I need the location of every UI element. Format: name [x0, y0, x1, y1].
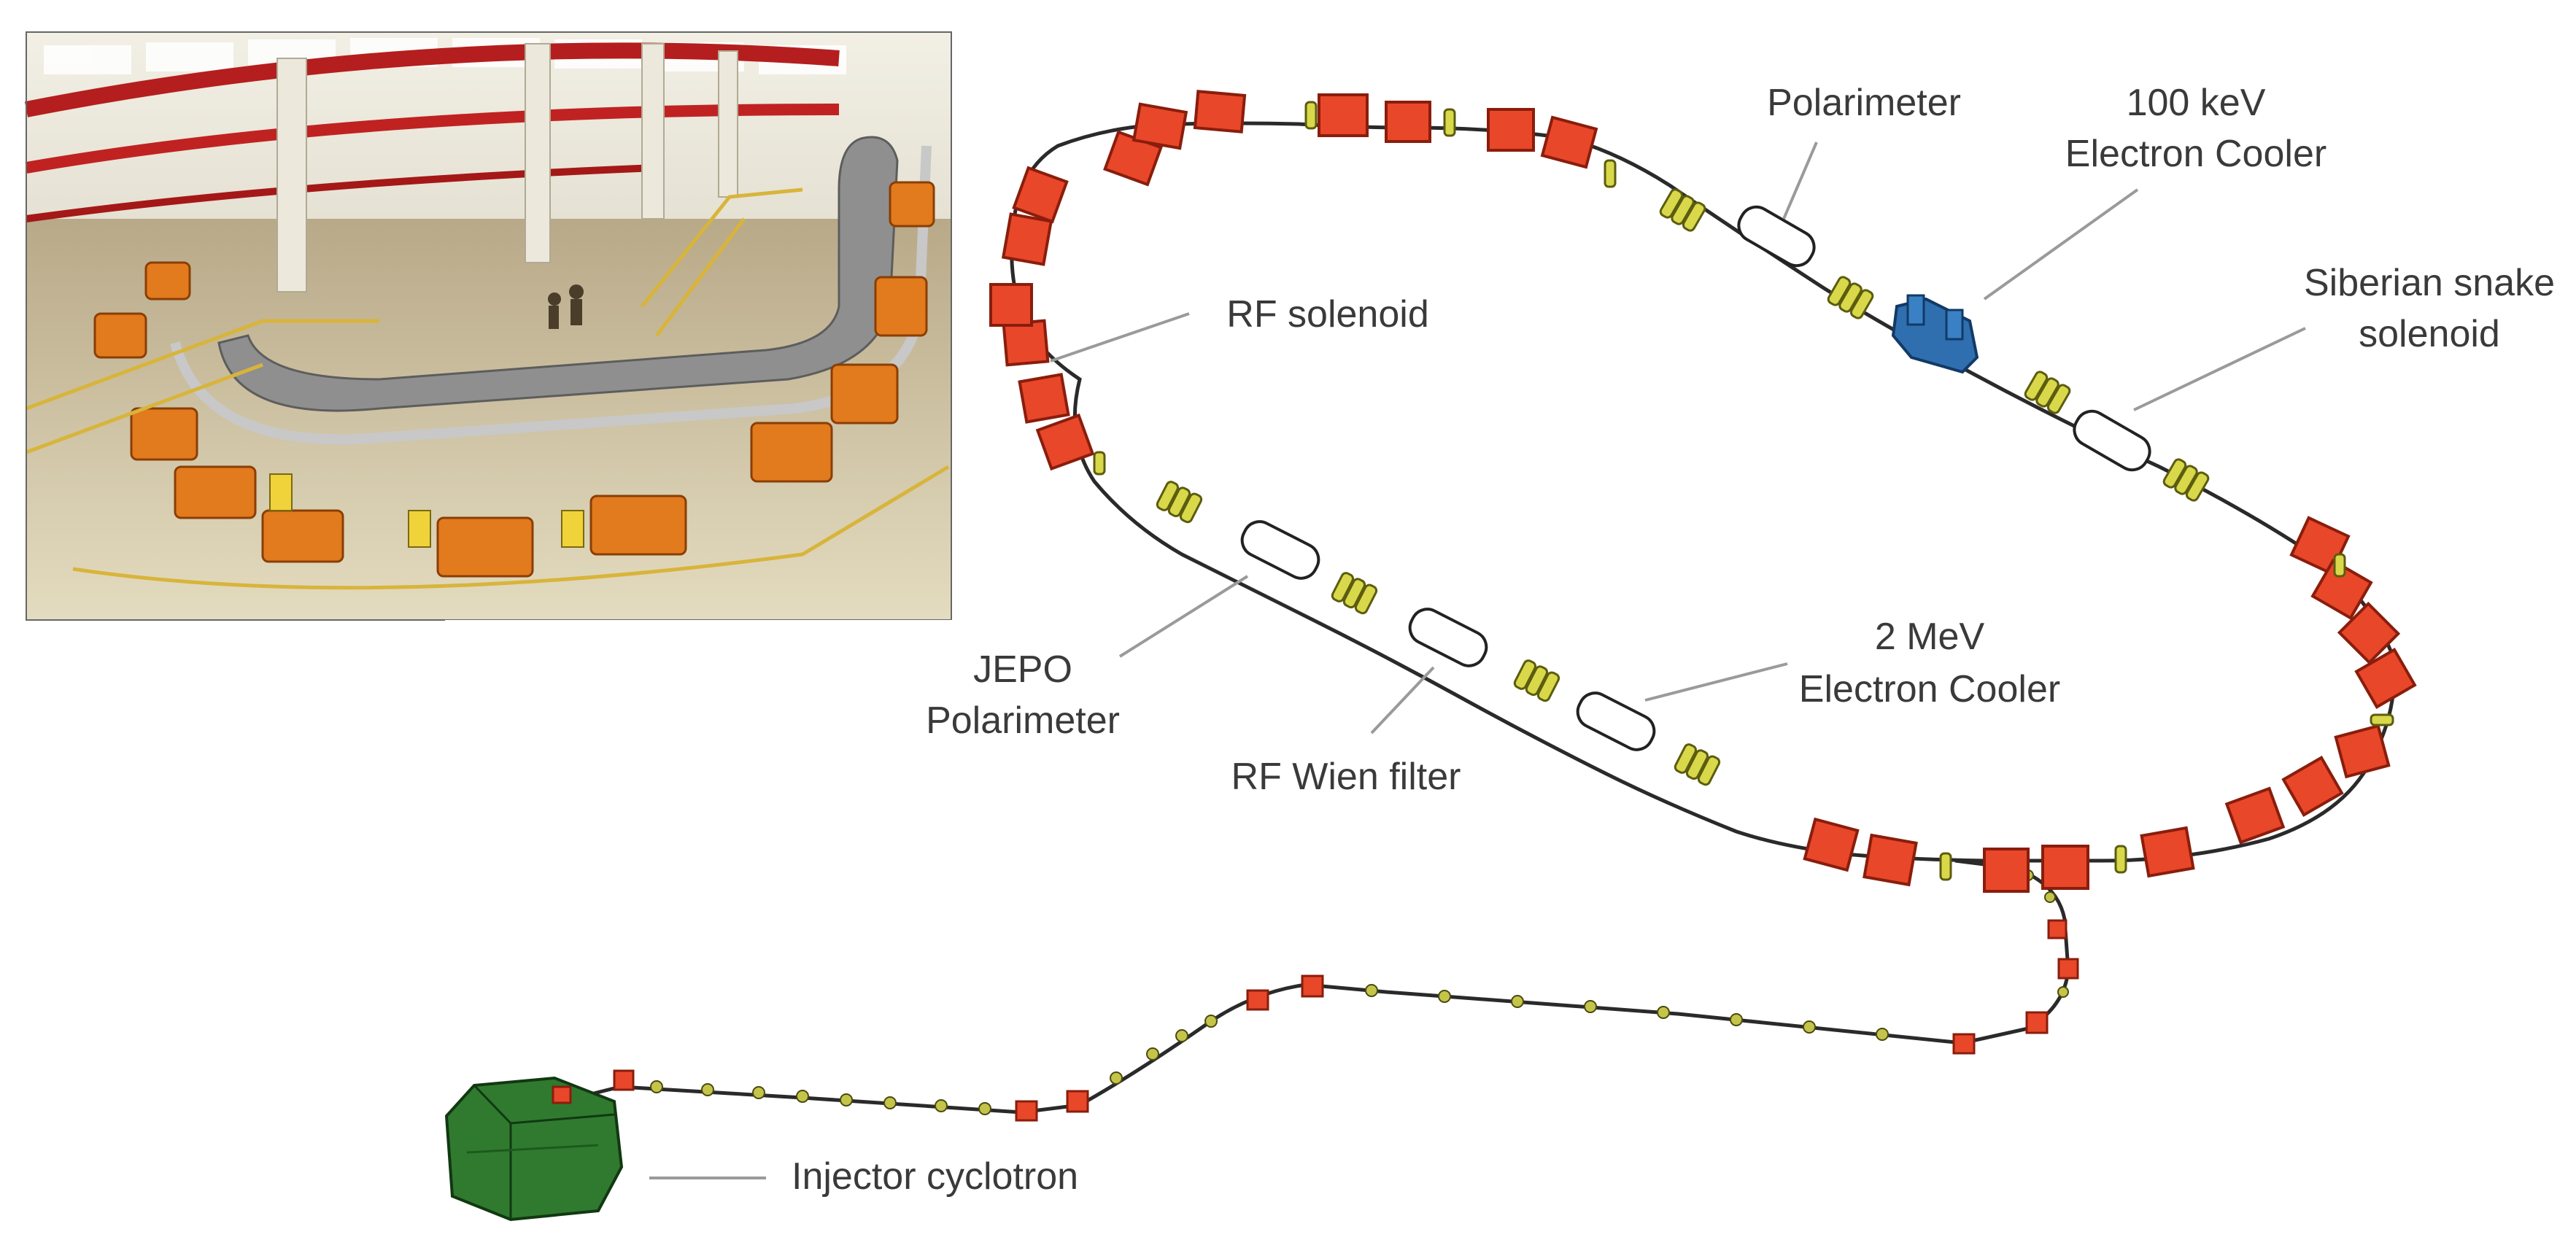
injection-dipole-8 — [2025, 1011, 2049, 1034]
siberian-snake-solenoid-cylinder — [2073, 409, 2151, 472]
quad-group-5 — [1659, 188, 1706, 232]
electron-cooler-100kev — [1891, 294, 1979, 374]
label-100kev-cooler-line2: Electron Cooler — [2065, 133, 2326, 175]
ring-quadrupoles — [1093, 101, 2394, 881]
rf-wien-filter-cylinder — [1408, 608, 1488, 667]
injection-dipole-5 — [1246, 989, 1269, 1011]
quad-group-8 — [2162, 458, 2210, 502]
label-siberian-snake-line1: Siberian snake — [2304, 262, 2555, 304]
jepo-polarimeter-cylinder — [1240, 520, 1320, 580]
label-2mev-cooler-line1: 2 MeV — [1875, 616, 1985, 658]
label-rf-wien-filter: RF Wien filter — [1231, 756, 1461, 798]
electron-cooler-2mev-cylinder — [1576, 691, 1656, 751]
quad-group-4 — [1674, 743, 1721, 786]
insertion-devices — [1240, 205, 2151, 751]
diagram-backdrop — [445, 620, 2539, 1225]
label-100kev-cooler-line1: 100 keV — [2127, 82, 2266, 124]
label-rf-solenoid: RF solenoid — [1226, 293, 1428, 336]
label-jepo-line2: Polarimeter — [926, 699, 1120, 742]
injection-dipole-1 — [552, 1085, 572, 1104]
injection-dipole-7 — [1952, 1033, 1976, 1055]
label-siberian-snake-line2: solenoid — [2359, 313, 2500, 355]
injection-dipole-10 — [2047, 919, 2068, 939]
ring-dipoles — [989, 90, 2417, 893]
injection-dipole-6 — [1301, 974, 1324, 998]
injection-dipoles — [552, 919, 2079, 1122]
quad-group-7 — [2024, 371, 2071, 414]
quad-group-3 — [1513, 659, 1560, 702]
arc-quads — [1093, 101, 2394, 881]
injection-dipole-2 — [613, 1069, 635, 1091]
component-labels: Polarimeter 100 keV Electron Cooler Sibe… — [792, 82, 2555, 1198]
quad-group-2 — [1331, 572, 1378, 615]
injection-dipole-9 — [2057, 958, 2079, 980]
label-2mev-cooler-line2: Electron Cooler — [1799, 668, 2060, 710]
polarimeter-cylinder — [1737, 205, 1816, 268]
quad-group-1 — [1156, 481, 1203, 524]
quad-group-6 — [1827, 276, 1874, 319]
injection-dipole-3 — [1015, 1100, 1038, 1122]
injector-cyclotron — [444, 1076, 624, 1222]
label-polarimeter: Polarimeter — [1767, 82, 1961, 124]
label-jepo-line1: JEPO — [973, 648, 1072, 691]
leader-lines — [649, 142, 2306, 1179]
injection-dipole-4 — [1066, 1090, 1089, 1113]
cosy-hall-photo — [24, 31, 952, 621]
label-injector-cyclotron: Injector cyclotron — [792, 1155, 1078, 1198]
